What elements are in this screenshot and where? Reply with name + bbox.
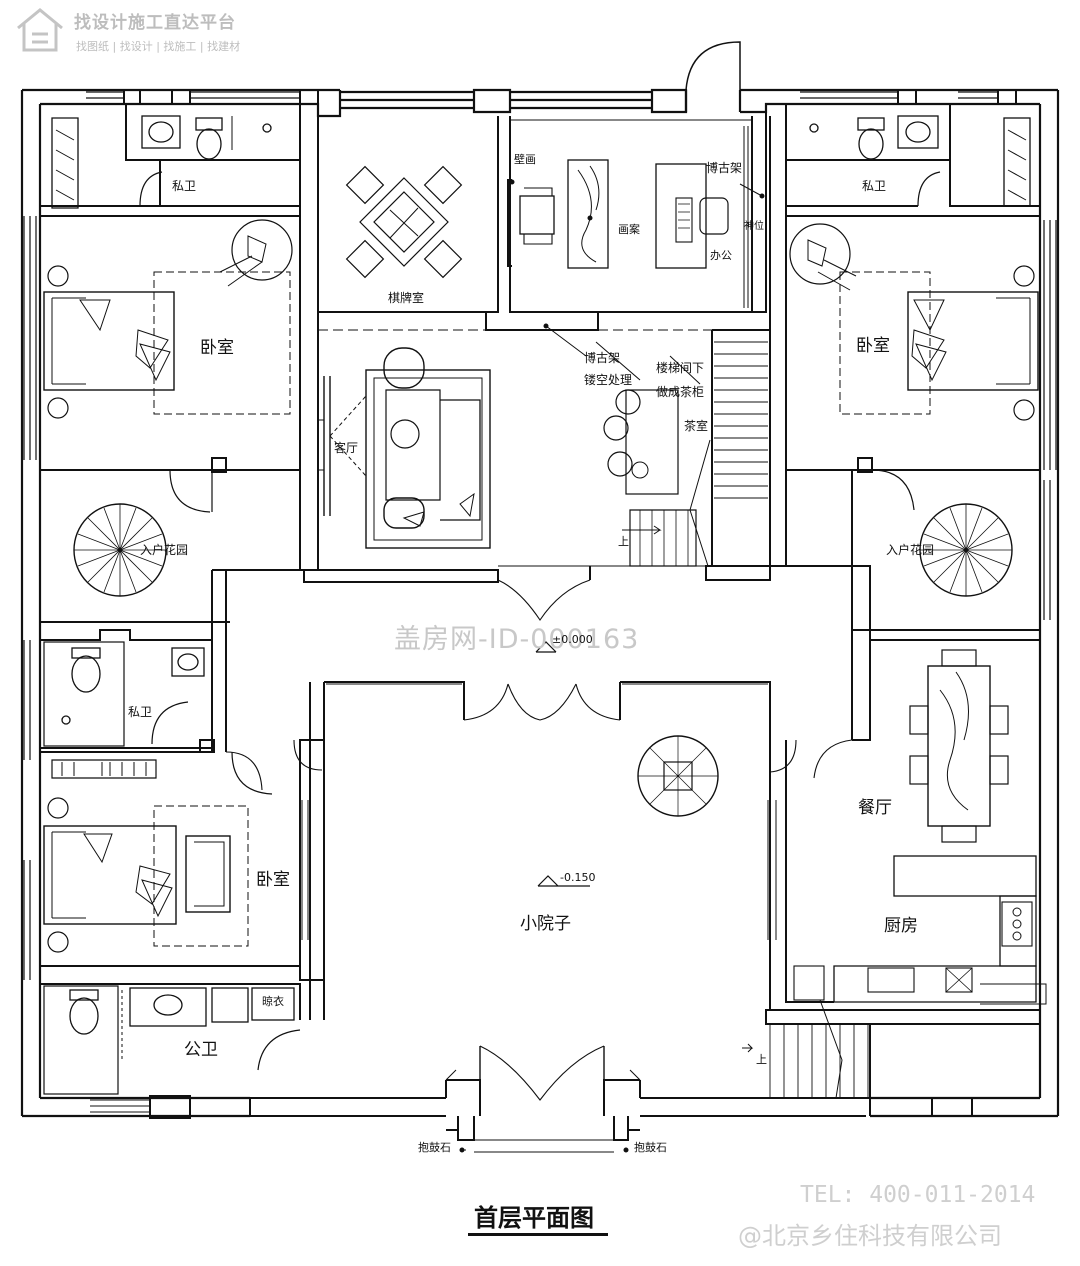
label-kitchen: 厨房 bbox=[884, 916, 918, 936]
label-private-bath-mid: 私卫 bbox=[128, 705, 153, 719]
label-shrine: 神位 bbox=[744, 221, 764, 232]
center-rooms bbox=[303, 116, 771, 621]
watermark-company: @北京乡住科技有限公司 bbox=[738, 1222, 1002, 1250]
label-level-entry: ±0.000 bbox=[552, 633, 593, 646]
watermark-id: 盖房网-ID-000163 bbox=[394, 624, 640, 655]
label-mural: 壁画 bbox=[514, 153, 536, 166]
right-wing bbox=[765, 104, 1047, 1117]
label-under-stair-2: 做成茶柜 bbox=[656, 385, 705, 399]
watermark-links: 找图纸 | 找设计 | 找施工 | 找建材 bbox=[76, 40, 241, 53]
leader-lines bbox=[459, 179, 765, 1153]
label-bedroom-lower: 卧室 bbox=[256, 870, 290, 890]
label-dining: 餐厅 bbox=[858, 798, 892, 818]
label-bedroom-left: 卧室 bbox=[200, 338, 234, 358]
left-wing bbox=[39, 89, 325, 1119]
label-private-bath-left: 私卫 bbox=[172, 179, 197, 193]
courtyard bbox=[211, 525, 870, 1153]
label-level-yard: -0.150 bbox=[560, 871, 596, 884]
label-living-room: 客厅 bbox=[334, 441, 359, 455]
label-laundry: 晾衣 bbox=[262, 995, 284, 1008]
label-office: 办公 bbox=[710, 249, 732, 262]
label-painting-table: 画案 bbox=[618, 223, 640, 236]
label-tea-room: 茶室 bbox=[684, 419, 709, 433]
label-up-left: 上 bbox=[618, 535, 629, 548]
window-strips bbox=[23, 89, 1057, 980]
watermark-platform: 找设计施工直达平台 bbox=[74, 13, 236, 33]
watermark-tel: TEL: 400-011-2014 bbox=[800, 1182, 1036, 1208]
label-drum-stone-left: 抱鼓石 bbox=[418, 1141, 451, 1154]
label-drum-stone-right: 抱鼓石 bbox=[634, 1141, 667, 1154]
label-under-stair-1: 楼梯间下 bbox=[656, 361, 705, 375]
label-antique-shelf-mid: 博古架 bbox=[584, 351, 621, 365]
title-underline bbox=[468, 1233, 608, 1236]
drawing-title: 首层平面图 bbox=[474, 1204, 594, 1232]
label-chess-room: 棋牌室 bbox=[388, 291, 425, 305]
label-courtyard: 小院子 bbox=[520, 914, 571, 934]
label-antique-shelf-top: 博古架 bbox=[706, 161, 743, 175]
label-public-bath: 公卫 bbox=[184, 1040, 218, 1060]
watermark-logo-icon bbox=[17, 8, 63, 52]
label-hollow-treatment: 镂空处理 bbox=[584, 373, 633, 387]
label-garden-right: 入户花园 bbox=[886, 543, 935, 557]
label-private-bath-right: 私卫 bbox=[862, 179, 887, 193]
exterior-walls bbox=[20, 41, 1060, 1118]
label-bedroom-right: 卧室 bbox=[856, 336, 890, 356]
label-up-right: 上 bbox=[756, 1053, 767, 1066]
label-garden-left: 入户花园 bbox=[140, 543, 189, 557]
